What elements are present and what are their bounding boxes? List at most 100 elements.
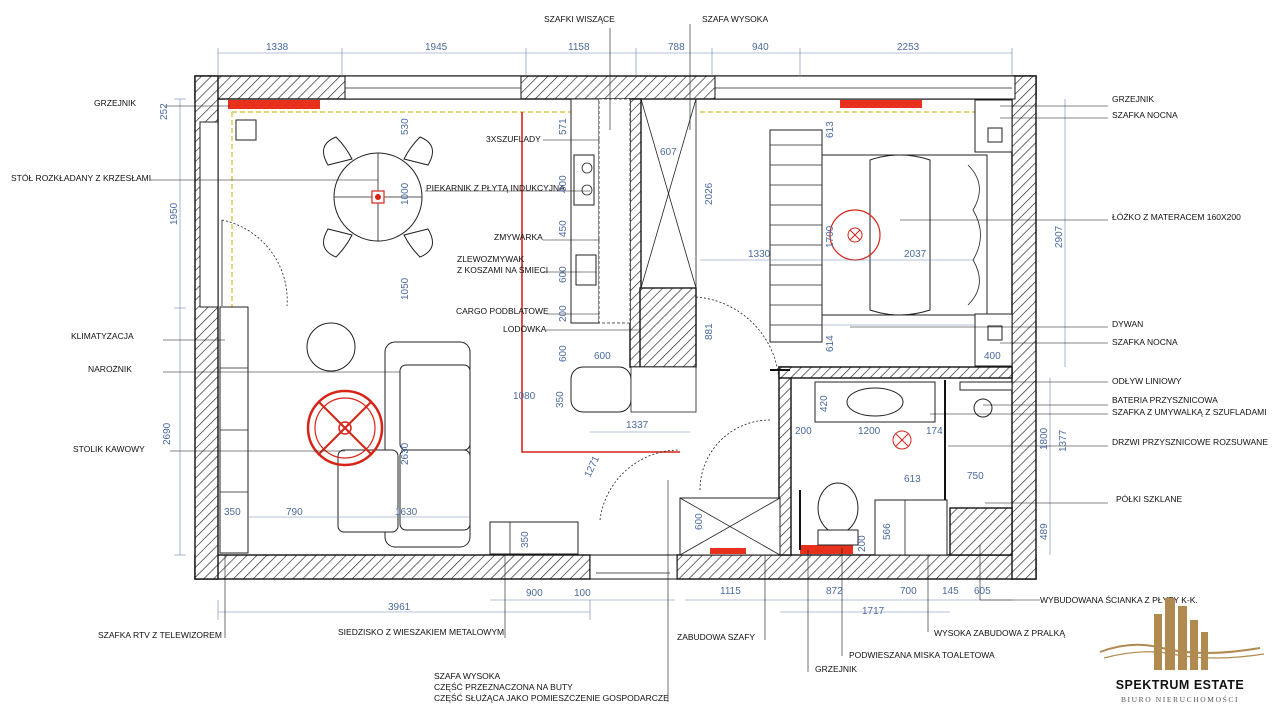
label-szafka-nocna-bottom: SZAFKA NOCNA xyxy=(1112,337,1178,347)
dim-350a: 350 xyxy=(555,391,566,408)
dim-200b: 200 xyxy=(795,426,812,437)
dim-bottom-700: 700 xyxy=(900,586,917,597)
dim-200c: 200 xyxy=(857,535,868,552)
dim-top-5: 940 xyxy=(752,42,769,53)
brand-logo: SPEKTRUM ESTATE BIURO NIERUCHOMOŚCI xyxy=(1092,592,1268,712)
dim-1271: 1271 xyxy=(583,454,603,479)
label-polki: PÓŁKI SZKLANE xyxy=(1116,494,1182,504)
label-zabudowa-szafy: ZABUDOWA SZAFY xyxy=(677,632,755,642)
label-szafka-nocna-top: SZAFKA NOCNA xyxy=(1112,110,1178,120)
label-naroznik: NAROŻNIK xyxy=(88,364,132,374)
dim-881: 881 xyxy=(704,323,715,340)
dim-350c: 350 xyxy=(520,531,531,548)
wall-bottom-left xyxy=(194,554,591,580)
label-szafa-wysoka-top: SZAFA WYSOKA xyxy=(702,14,768,24)
dim-2026: 2026 xyxy=(704,182,715,205)
radiator-bedroom xyxy=(840,100,922,108)
dim-566: 566 xyxy=(882,523,893,540)
dim-607: 607 xyxy=(660,147,677,158)
label-cargo: CARGO PODBLATOWE xyxy=(456,306,549,316)
kitchen-island-end xyxy=(570,366,632,413)
wall-right xyxy=(1011,75,1037,580)
left-wall-cabinet xyxy=(199,121,219,308)
dim-790: 790 xyxy=(286,507,303,518)
label-szafki-wiszace: SZAFKI WISZĄCE xyxy=(544,14,615,24)
dim-600d: 600 xyxy=(594,351,611,362)
window-bedroom xyxy=(714,75,1016,100)
dim-bottom-100: 100 xyxy=(574,588,591,599)
dim-750: 750 xyxy=(967,471,984,482)
shower-head xyxy=(973,398,993,418)
dim-571: 571 xyxy=(558,118,569,135)
dim-top-4: 788 xyxy=(668,42,685,53)
dim-2690: 2690 xyxy=(162,422,173,445)
label-scianka: WYBUDOWANA ŚCIANKA Z PŁYTY K-K. xyxy=(1040,594,1198,605)
dim-bottom-145: 145 xyxy=(942,586,959,597)
dim-489: 489 xyxy=(1039,523,1050,540)
dim-600c: 600 xyxy=(558,345,569,362)
dim-613b: 613 xyxy=(904,474,921,485)
dim-1700: 1700 xyxy=(825,225,836,248)
label-miska: PODWIESZANA MISKA TOALETOWA xyxy=(849,650,995,660)
dim-bottom-1115: 1115 xyxy=(720,586,741,597)
wall-bottom-right xyxy=(676,554,1037,580)
label-wysoka-zabudowa: WYSOKA ZABUDOWA Z PRALKĄ xyxy=(934,628,1065,638)
dim-1050: 1050 xyxy=(400,277,411,300)
kitchen-counter xyxy=(570,98,600,324)
dim-bottom-900: 900 xyxy=(526,588,543,599)
label-lodowka: LODÓWKA xyxy=(503,324,547,334)
dim-top-2: 1945 xyxy=(425,42,448,53)
window-living xyxy=(344,75,522,100)
fridge-block xyxy=(639,287,697,368)
wall-kk-board xyxy=(949,507,1013,556)
skyline-logo-icon xyxy=(1099,598,1265,670)
dim-2630: 2630 xyxy=(400,442,411,465)
dim-total-3961: 3961 xyxy=(388,602,411,613)
dim-174: 174 xyxy=(926,426,943,437)
dim-614: 614 xyxy=(825,335,836,352)
label-zlewozmywak-2: Z KOSZAMI NA ŚMIECI xyxy=(457,264,548,275)
coffee-table xyxy=(306,389,384,467)
dim-600a: 600 xyxy=(558,175,569,192)
dim-1200: 1200 xyxy=(858,426,881,437)
dim-1377: 1377 xyxy=(1058,429,1069,452)
label-szafka-rtv: SZAFKA RTV Z TELEWIZOREM xyxy=(98,630,222,640)
dim-450: 450 xyxy=(558,220,569,237)
dim-1630: 1630 xyxy=(395,507,418,518)
label-bateria: BATERIA PRZYSZNICOWA xyxy=(1112,395,1218,405)
dim-530: 530 xyxy=(400,118,411,135)
label-odplyw: ODŁYW LINIOWY xyxy=(1112,376,1182,386)
label-zmywarka: ZMYWARKA xyxy=(494,232,543,242)
label-dywan: DYWAN xyxy=(1112,319,1143,329)
dim-1337: 1337 xyxy=(626,420,649,431)
dim-bottom-605: 605 xyxy=(974,586,991,597)
dining-table xyxy=(323,136,433,258)
dim-613a: 613 xyxy=(825,121,836,138)
dim-1080: 1080 xyxy=(513,391,536,402)
leader-lines xyxy=(150,24,1108,702)
dim-400: 400 xyxy=(984,351,1001,362)
label-drzwi-przysznicowe: DRZWI PRZYSZNICOWE ROZSUWANE xyxy=(1112,437,1268,447)
label-szafa-wysoka-3: CZĘŚĆ SŁUŻĄCA JAKO POMIESZCZENIE GOSPODA… xyxy=(434,692,669,703)
dimension-lines xyxy=(174,48,1066,620)
label-stolik: STOLIK KAWOWY xyxy=(73,444,145,454)
brand-subtitle: BIURO NIERUCHOMOŚCI xyxy=(1120,695,1240,704)
dim-bottom-872: 872 xyxy=(826,586,843,597)
red-line-route xyxy=(521,112,680,453)
labels: SZAFKI WISZĄCE SZAFA WYSOKA GRZEJNIK GRZ… xyxy=(11,14,1268,703)
pouf xyxy=(306,322,356,372)
label-siedzisko: SIEDZISKO Z WIESZAKIEM METALOWYM xyxy=(338,627,504,637)
dim-top-3: 1158 xyxy=(568,42,590,53)
label-szuflady: 3XSZUFLADY xyxy=(486,134,541,144)
radiator-living xyxy=(228,100,320,109)
toilet xyxy=(817,482,859,534)
dim-1800: 1800 xyxy=(1039,427,1050,450)
entrance-door xyxy=(589,554,678,580)
label-grzejnik-right: GRZEJNIK xyxy=(1112,94,1154,104)
dim-2037: 2037 xyxy=(904,249,927,260)
nightstand-top xyxy=(974,99,1013,153)
radiator-bath xyxy=(800,545,853,554)
dim-600b: 600 xyxy=(558,266,569,283)
dim-2907: 2907 xyxy=(1054,225,1065,248)
